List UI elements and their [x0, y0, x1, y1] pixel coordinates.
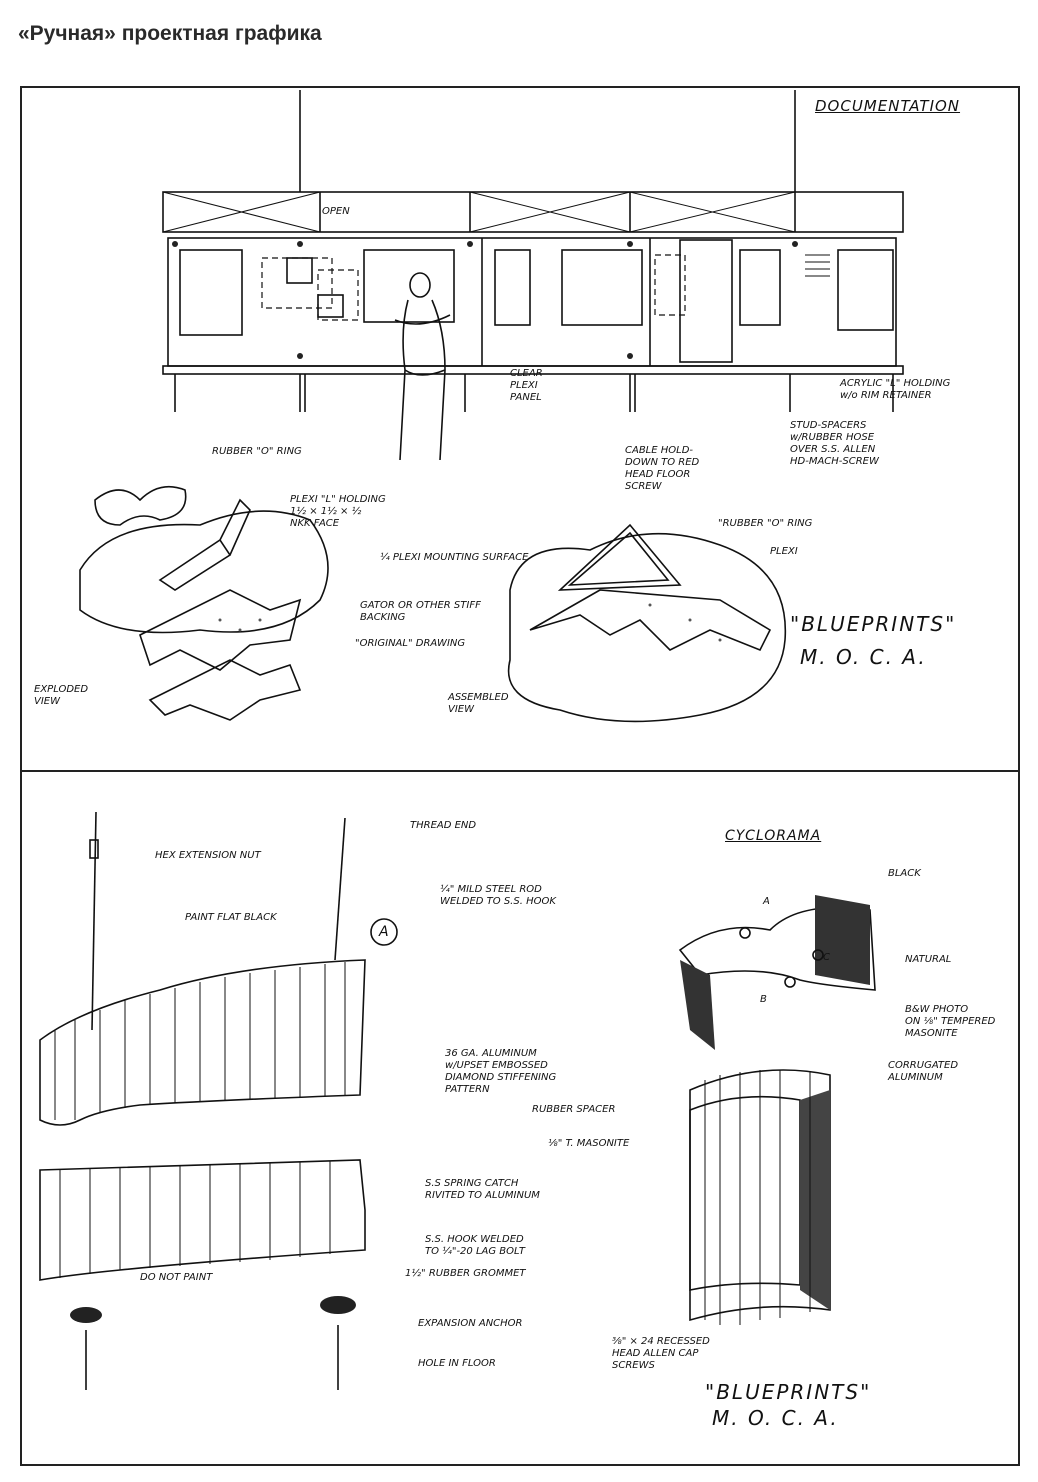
mounting-surface-label: ¼ PLEXI MOUNTING SURFACE	[380, 552, 529, 563]
original-drawing-label: "ORIGINAL" DRAWING	[355, 638, 466, 649]
point-b-label: B	[760, 994, 767, 1005]
page-header: «Ручная» проектная графика	[18, 22, 322, 45]
blueprints-label-top: "BLUEPRINTS"	[790, 612, 957, 636]
blueprints-label-bottom: "BLUEPRINTS"	[705, 1380, 872, 1404]
assembled-view	[507, 523, 787, 723]
thread-end-label: THREAD END	[410, 820, 477, 831]
plexi-l-holding-label: PLEXI "L" HOLDING 1½ × 1½ × ½ NKK FACE	[290, 494, 386, 529]
bw-photo-label: B&W PHOTO ON ⅛" TEMPERED MASONITE	[905, 1004, 996, 1039]
moca-label-top: M. O. C. A.	[800, 645, 927, 669]
documentation-title: DOCUMENTATION	[815, 97, 961, 115]
black-label: BLACK	[888, 868, 921, 879]
cyclorama-title: CYCLORAMA	[725, 828, 822, 844]
hook-label: S.S. HOOK WELDED TO ¼"-20 LAG BOLT	[425, 1234, 526, 1257]
natural-label: NATURAL	[905, 954, 952, 965]
rubber-o-ring-label-2: "RUBBER "O" RING	[718, 518, 813, 529]
screws-label: ⅜" × 24 RECESSED HEAD ALLEN CAP SCREWS	[612, 1336, 710, 1371]
point-c-label: C	[823, 952, 830, 963]
do-not-paint-label: DO NOT PAINT	[140, 1272, 213, 1283]
expansion-anchor-label: EXPANSION ANCHOR	[418, 1318, 523, 1329]
masonite-label: ⅛" T. MASONITE	[548, 1138, 630, 1149]
drawing-frame	[20, 86, 1020, 1466]
exploded-view	[79, 485, 329, 721]
hole-in-floor-label: HOLE IN FLOOR	[418, 1358, 496, 1369]
rubber-spacer-label: RUBBER SPACER	[532, 1104, 616, 1115]
acrylic-label: ACRYLIC "L" HOLDING w/o RIM RETAINER	[840, 378, 951, 401]
corrugated-panel-lower	[39, 1159, 366, 1281]
grommet-label: 1½" RUBBER GROMMET	[405, 1268, 526, 1279]
rubber-o-ring-label-1: RUBBER "O" RING	[212, 446, 302, 457]
clear-plexi-label: CLEAR PLEXI PANEL	[510, 368, 543, 403]
spring-catch-label: S.S SPRING CATCH RIVITED TO ALUMINUM	[425, 1178, 540, 1201]
point-a-label: A	[763, 896, 770, 907]
panel-divider	[20, 770, 1020, 772]
circle-a-label: A	[379, 924, 390, 940]
steel-rod-label: ¼" MILD STEEL ROD WELDED TO S.S. HOOK	[440, 884, 556, 907]
hex-nut-label: HEX EXTENSION NUT	[155, 850, 261, 861]
gator-label: GATOR OR OTHER STIFF BACKING	[360, 600, 481, 623]
exploded-view-label: EXPLODED VIEW	[34, 684, 89, 707]
paint-flat-black-label: PAINT FLAT BLACK	[185, 912, 277, 923]
aluminum-label: 36 GA. ALUMINUM w/UPSET EMBOSSED DIAMOND…	[445, 1048, 557, 1095]
corrugated-panel-upper	[39, 959, 366, 1126]
exhibit-wall	[162, 90, 904, 412]
open-label: OPEN	[322, 206, 350, 217]
stud-spacers-label: STUD-SPACERS w/RUBBER HOSE OVER S.S. ALL…	[790, 420, 879, 467]
person-figure	[394, 272, 451, 461]
corrugated-label: CORRUGATED ALUMINUM	[888, 1060, 959, 1083]
assembled-view-label: ASSEMBLED VIEW	[448, 692, 509, 715]
cyclorama-sketch	[678, 895, 876, 1325]
moca-label-bottom: M. O. C. A.	[712, 1406, 839, 1430]
plexi-label: PLEXI	[770, 546, 798, 557]
cable-hold-label: CABLE HOLD- DOWN TO RED HEAD FLOOR SCREW	[625, 445, 700, 492]
rods-and-anchors	[70, 811, 398, 1390]
